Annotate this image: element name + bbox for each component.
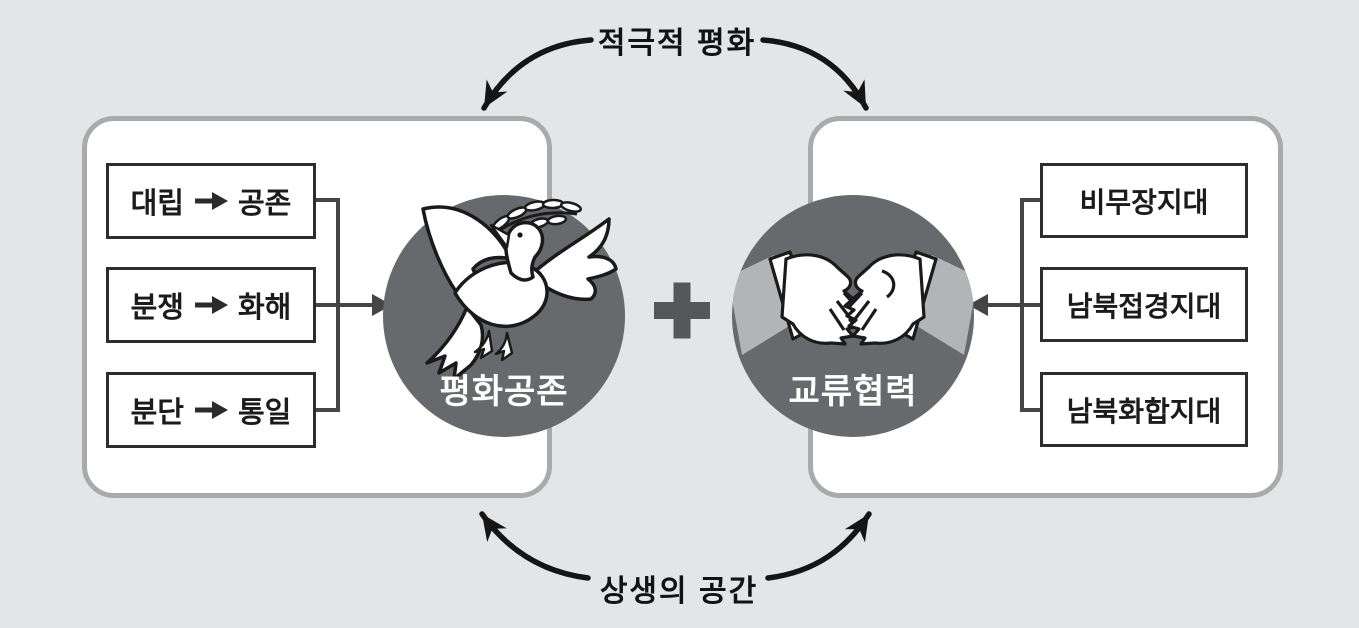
arrow-right-icon: [195, 401, 228, 419]
zone-box: 비무장지대: [1040, 163, 1248, 238]
transition-from-label: 분쟁: [130, 292, 184, 324]
top-right-curved-arrow: [760, 37, 869, 111]
transition-from-label: 대립: [130, 188, 184, 220]
circle-label: 교류협력: [788, 373, 918, 411]
zone-label: 비무장지대: [1079, 186, 1209, 218]
transition-box: 대립 공존: [106, 163, 316, 239]
transition-box: 분단 통일: [106, 372, 316, 448]
top-label: 적극적 평화: [597, 27, 757, 60]
bottom-left-curved-arrow: [479, 511, 591, 581]
bottom-right-curved-arrow: [765, 511, 872, 581]
transition-to-label: 화해: [238, 292, 292, 324]
transition-to-label: 공존: [238, 188, 292, 220]
zone-box: 남북화합지대: [1040, 372, 1248, 447]
transition-to-label: 통일: [238, 397, 292, 429]
zone-box: 남북접경지대: [1040, 267, 1248, 342]
zone-label: 남북접경지대: [1066, 290, 1222, 322]
transition-from-label: 분단: [130, 397, 184, 429]
circle-label: 평화공존: [439, 373, 569, 411]
arrow-right-icon: [195, 192, 228, 210]
transition-box: 분쟁 화해: [106, 267, 316, 343]
handshake-icon: [732, 250, 974, 355]
exchange-cooperation-circle: 교류협력: [732, 195, 974, 437]
dove-olive-branch-icon: [421, 198, 618, 381]
top-left-curved-arrow: [481, 37, 594, 111]
plus-icon: [654, 282, 710, 339]
bottom-label: 상생의 공간: [599, 575, 759, 608]
arrow-right-icon: [195, 296, 228, 314]
peace-coexistence-circle: 평화공존: [383, 195, 625, 437]
zone-label: 남북화합지대: [1066, 395, 1222, 427]
